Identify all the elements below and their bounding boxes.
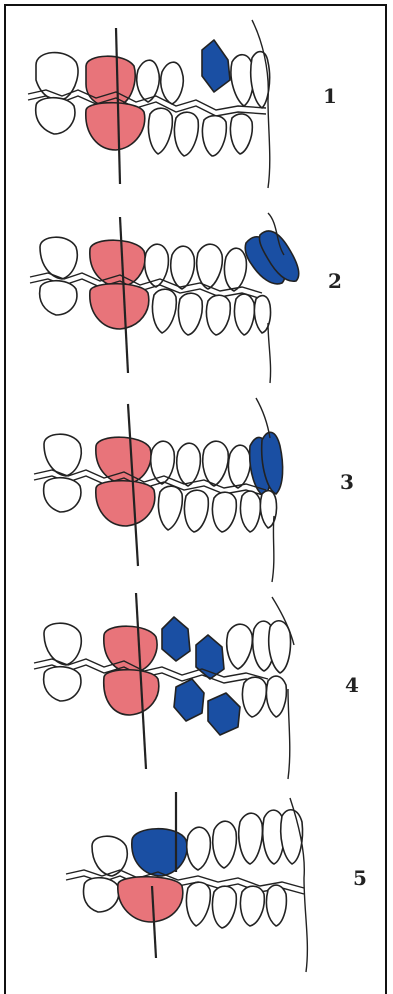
panel-5-drawing — [6, 782, 386, 978]
panel-1-drawing — [6, 10, 386, 206]
upper-premolar-b — [177, 443, 201, 486]
panel-4-drawing — [6, 589, 386, 785]
panel-number: 3 — [340, 470, 354, 494]
lower-back-molar — [36, 98, 75, 134]
panel-number: 5 — [353, 866, 367, 890]
lower-premolar-a — [152, 289, 176, 333]
lower-back-molar — [44, 667, 81, 701]
panel-number: 2 — [328, 269, 342, 293]
lower-premolar-b — [178, 293, 202, 335]
upper-first-molar — [104, 626, 157, 673]
lower-incisor — [266, 885, 286, 926]
lower-first-molar — [96, 481, 155, 526]
lower-back-molar — [84, 878, 119, 912]
lower-incisor — [240, 491, 260, 532]
upper-back-molar — [40, 237, 77, 279]
lower-premolar-b — [212, 886, 236, 928]
upper-canine — [203, 441, 229, 486]
lower-incisor — [234, 294, 254, 335]
upper-first-molar-blue — [132, 829, 187, 876]
occlusion-panel-5: 5 — [6, 782, 386, 978]
lower-back-molar — [40, 281, 77, 315]
upper-premolar-a — [187, 827, 211, 870]
lower-premolar-b — [174, 112, 198, 156]
lower-first-molar — [118, 877, 183, 922]
upper-premolar-b — [161, 62, 184, 104]
upper-lateral — [224, 248, 246, 291]
lower-premolar-blue-a — [174, 679, 204, 721]
upper-lateral — [228, 445, 250, 488]
panel-3-drawing — [6, 396, 386, 592]
upper-back-molar — [44, 434, 81, 476]
lower-canine — [240, 886, 264, 926]
occlusion-panel-4: 4 — [6, 589, 386, 785]
panel-number: 4 — [345, 673, 359, 697]
upper-canine-blue — [202, 40, 230, 92]
upper-premolar-b — [213, 821, 237, 868]
upper-incisor-b — [269, 621, 291, 673]
lower-incisor — [266, 676, 286, 717]
upper-back-molar — [44, 623, 81, 665]
upper-premolar-b — [171, 246, 195, 289]
lower-first-molar — [104, 670, 159, 715]
panel-number: 1 — [323, 84, 337, 108]
lower-canine — [202, 116, 226, 156]
lower-first-molar — [90, 284, 149, 329]
upper-premolar-blue-a — [162, 617, 190, 661]
lower-incisor — [230, 114, 252, 154]
upper-premolar-a — [151, 441, 175, 484]
lower-first-molar — [86, 103, 145, 150]
panel-2-drawing — [6, 203, 386, 399]
occlusion-panel-3: 3 — [6, 396, 386, 592]
lower-canine — [212, 492, 236, 532]
lower-premolar-a — [148, 108, 172, 154]
upper-incisor-a — [231, 55, 254, 106]
lower-canine — [206, 295, 230, 335]
upper-back-molar — [92, 836, 127, 876]
lower-premolar-blue-b — [208, 693, 240, 735]
upper-canine — [197, 244, 223, 289]
upper-incisor-b — [281, 810, 303, 864]
lower-back-molar — [44, 478, 81, 512]
lower-premolar-b — [184, 490, 208, 532]
upper-first-molar — [96, 437, 151, 484]
upper-incisor-b — [251, 52, 270, 108]
occlusion-panel-1: 1 — [6, 10, 386, 206]
lower-premolar-a — [186, 882, 210, 926]
lower-premolar-a — [158, 486, 182, 530]
upper-canine — [239, 813, 263, 864]
upper-canine — [227, 624, 253, 669]
occlusion-panel-2: 2 — [6, 203, 386, 399]
lower-canine — [242, 677, 266, 717]
